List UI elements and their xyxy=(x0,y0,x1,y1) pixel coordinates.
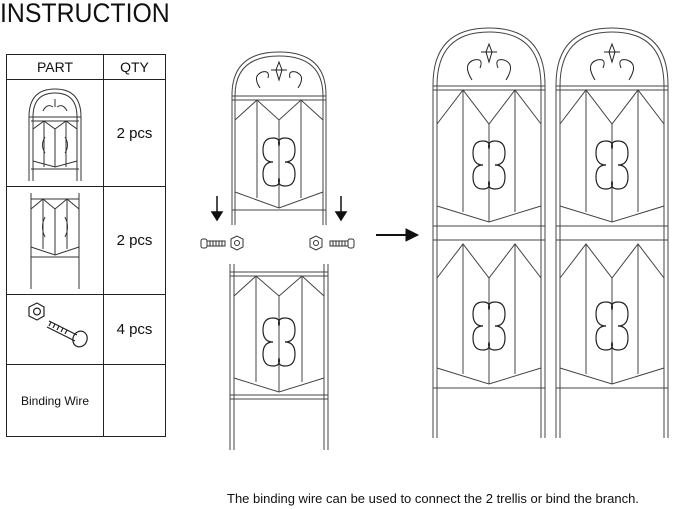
table-row: 4 pcs xyxy=(6,294,166,365)
part-label-binding-wire: Binding Wire xyxy=(6,364,104,437)
table-header-row: PART QTY xyxy=(6,54,166,80)
page-title: INSTRUCTION xyxy=(0,0,170,28)
qty-cell: 4 pcs xyxy=(103,294,166,365)
arrow-right-icon xyxy=(376,228,420,242)
top-trellis-panel-icon xyxy=(28,88,82,181)
bolt-and-nut-icon xyxy=(28,301,88,347)
arrow-down-icon xyxy=(334,196,348,222)
binding-wire-note: The binding wire can be used to connect … xyxy=(227,491,639,506)
table-row: Binding Wire xyxy=(6,364,166,437)
qty-cell: 2 pcs xyxy=(103,79,166,187)
part-cell xyxy=(6,294,104,365)
assembled-trellis-right xyxy=(555,27,669,438)
part-cell xyxy=(6,79,104,187)
column-header-qty: QTY xyxy=(103,54,166,80)
bottom-trellis-panel-icon xyxy=(30,192,80,289)
bolt-icon xyxy=(200,235,244,251)
qty-cell: 2 pcs xyxy=(103,186,166,295)
bolt-icon xyxy=(309,235,355,251)
assembled-trellis-left xyxy=(432,27,546,438)
exploded-top-panel xyxy=(231,51,327,225)
table-row: 2 pcs xyxy=(6,79,166,187)
arrow-down-icon xyxy=(210,196,224,222)
qty-cell xyxy=(103,364,166,437)
column-header-part: PART xyxy=(6,54,104,80)
parts-table: PART QTY xyxy=(6,54,166,437)
exploded-bottom-panel xyxy=(229,264,329,450)
table-row: 2 pcs xyxy=(6,186,166,295)
